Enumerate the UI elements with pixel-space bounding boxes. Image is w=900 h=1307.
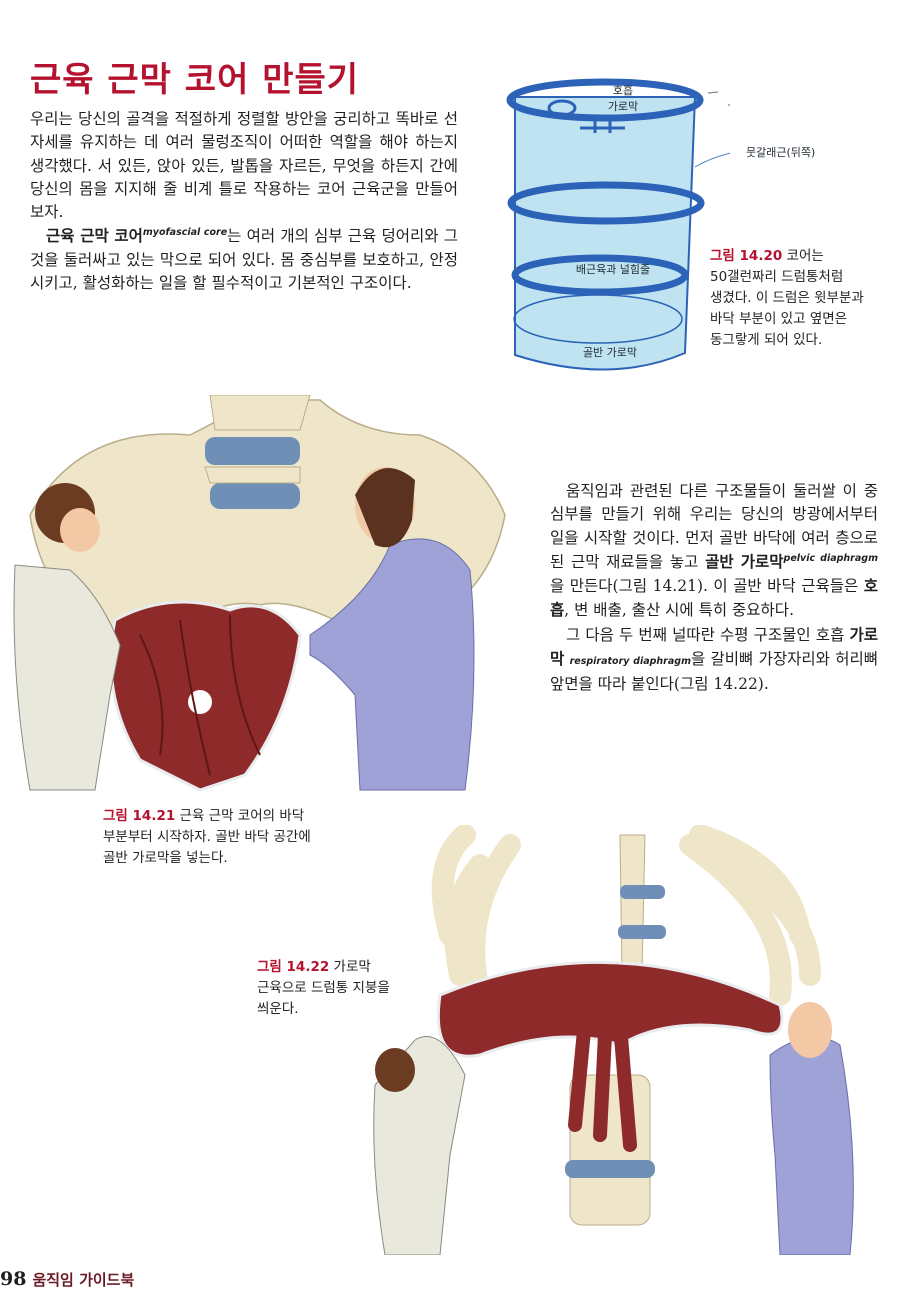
fig-14-20-text3: 생겼다. 이 드럼은 윗부분과 [710,290,864,306]
drum-label-top-line2: 가로막 [607,100,639,113]
fig-14-22-line3: 씌운다. [257,1001,299,1017]
right-p1-b: 을 만든다(그림 14.21). 이 골반 바닥 근육들은 [550,577,864,596]
term-diaphragm: 가로막 [550,624,878,669]
right-p2-a: 그 다음 두 번째 널따란 수평 구조물인 호흡 [566,625,850,644]
intro-paragraph-2: 근육 근막 코어myofascial core는 여러 개의 심부 근육 덩어리… [30,224,458,295]
right-p1-a: 움직임과 관련된 다른 구조물들이 둘러쌀 이 중심부를 만들기 위해 우리는 … [550,482,878,571]
page-title: 근육 근막 코어 만들기 [30,60,360,100]
fig-14-22-line2: 근육으로 드럼통 지붕을 [257,980,390,996]
fig-14-20-text2: 50갤런짜리 드럼통처럼 [710,269,844,285]
book-section-title: 움직임 가이드북 [32,1271,135,1289]
drum-label-pelvic-diaphragm: 골반 가로막 [582,346,638,359]
right-column-text: 움직임과 관련된 다른 구조물들이 둘러쌀 이 중심부를 만들기 위해 우리는 … [550,480,878,697]
fig-14-20-number: 그림 14.20 [710,248,783,264]
page-footer: 98 움직임 가이드북 [0,1268,134,1290]
fig-14-22-line1: 가로막 [329,959,371,975]
term-breathing: 호흡 [550,576,878,620]
term-myofascial-core: 근육 근막 코어 [46,226,143,246]
right-p1-c: , 변 배출, 출산 시에 특히 중요하다. [564,601,794,620]
term-respiratory-diaphragm-en: respiratory diaphragm [569,656,691,668]
drum-label-respiratory-diaphragm: 호흡 가로막 [588,82,658,114]
fig-14-20-text1: 코어는 [782,248,824,264]
pelvis-illustration [13,395,506,792]
drum-label-abdominals: 배근육과 널힘줄 [575,263,651,276]
fig-14-20-text5: 동그랗게 되어 있다. [710,332,823,348]
fig-14-21-number: 그림 14.21 [103,808,176,824]
caption-fig-14-22: 그림 14.22 가로막 근육으로 드럼통 지붕을 씌운다. [257,957,437,1020]
drum-illustration [506,78,730,371]
caption-fig-14-20: 그림 14.20 코어는 50갤런짜리 드럼통처럼 생겼다. 이 드럼은 윗부분… [710,246,880,351]
term-myofascial-core-en: myofascial core [142,227,228,239]
caption-fig-14-21: 그림 14.21 근육 근막 코어의 바닥 부분부터 시작하자. 골반 바닥 공… [103,806,363,869]
page-number: 98 [0,1268,27,1290]
intro-paragraph-1: 우리는 당신의 골격을 적절하게 정렬할 방안을 궁리하고 똑바로 선 자세를 … [30,110,458,222]
fig-14-21-line3: 골반 가로막을 넣는다. [103,850,228,866]
drum-label-multifidus: 뭇갈래근(뒤쪽) [746,146,816,159]
term-pelvic-diaphragm-en: pelvic diaphragm [783,552,878,564]
term-pelvic-diaphragm: 골반 가로막 [705,551,784,571]
drum-label-top-line1: 호흡 [612,84,634,97]
intro-paragraph-2-rest: 는 여러 개의 심부 근육 덩어리와 그것을 둘러싸고 있는 막으로 되어 있다… [30,227,459,293]
right-paragraph-2: 그 다음 두 번째 널따란 수평 구조물인 호흡 가로막 respiratory… [550,623,878,697]
fig-14-22-number: 그림 14.22 [257,959,330,975]
intro-text: 우리는 당신의 골격을 적절하게 정렬할 방안을 궁리하고 똑바로 선 자세를 … [30,108,458,295]
fig-14-21-line2: 부분부터 시작하자. 골반 바닥 공간에 [103,829,311,845]
right-paragraph-1: 움직임과 관련된 다른 구조물들이 둘러쌀 이 중심부를 만들기 위해 우리는 … [550,480,878,623]
right-p2-b: 을 갈비뼈 가장자리와 허리뼈 앞면을 따라 붙인다(그림 14.22). [550,650,878,694]
fig-14-20-text4: 바닥 부분이 있고 옆면은 [710,311,848,327]
fig-14-21-line1: 근육 근막 코어의 바닥 [175,808,305,824]
ribcage-illustration [373,825,854,1255]
